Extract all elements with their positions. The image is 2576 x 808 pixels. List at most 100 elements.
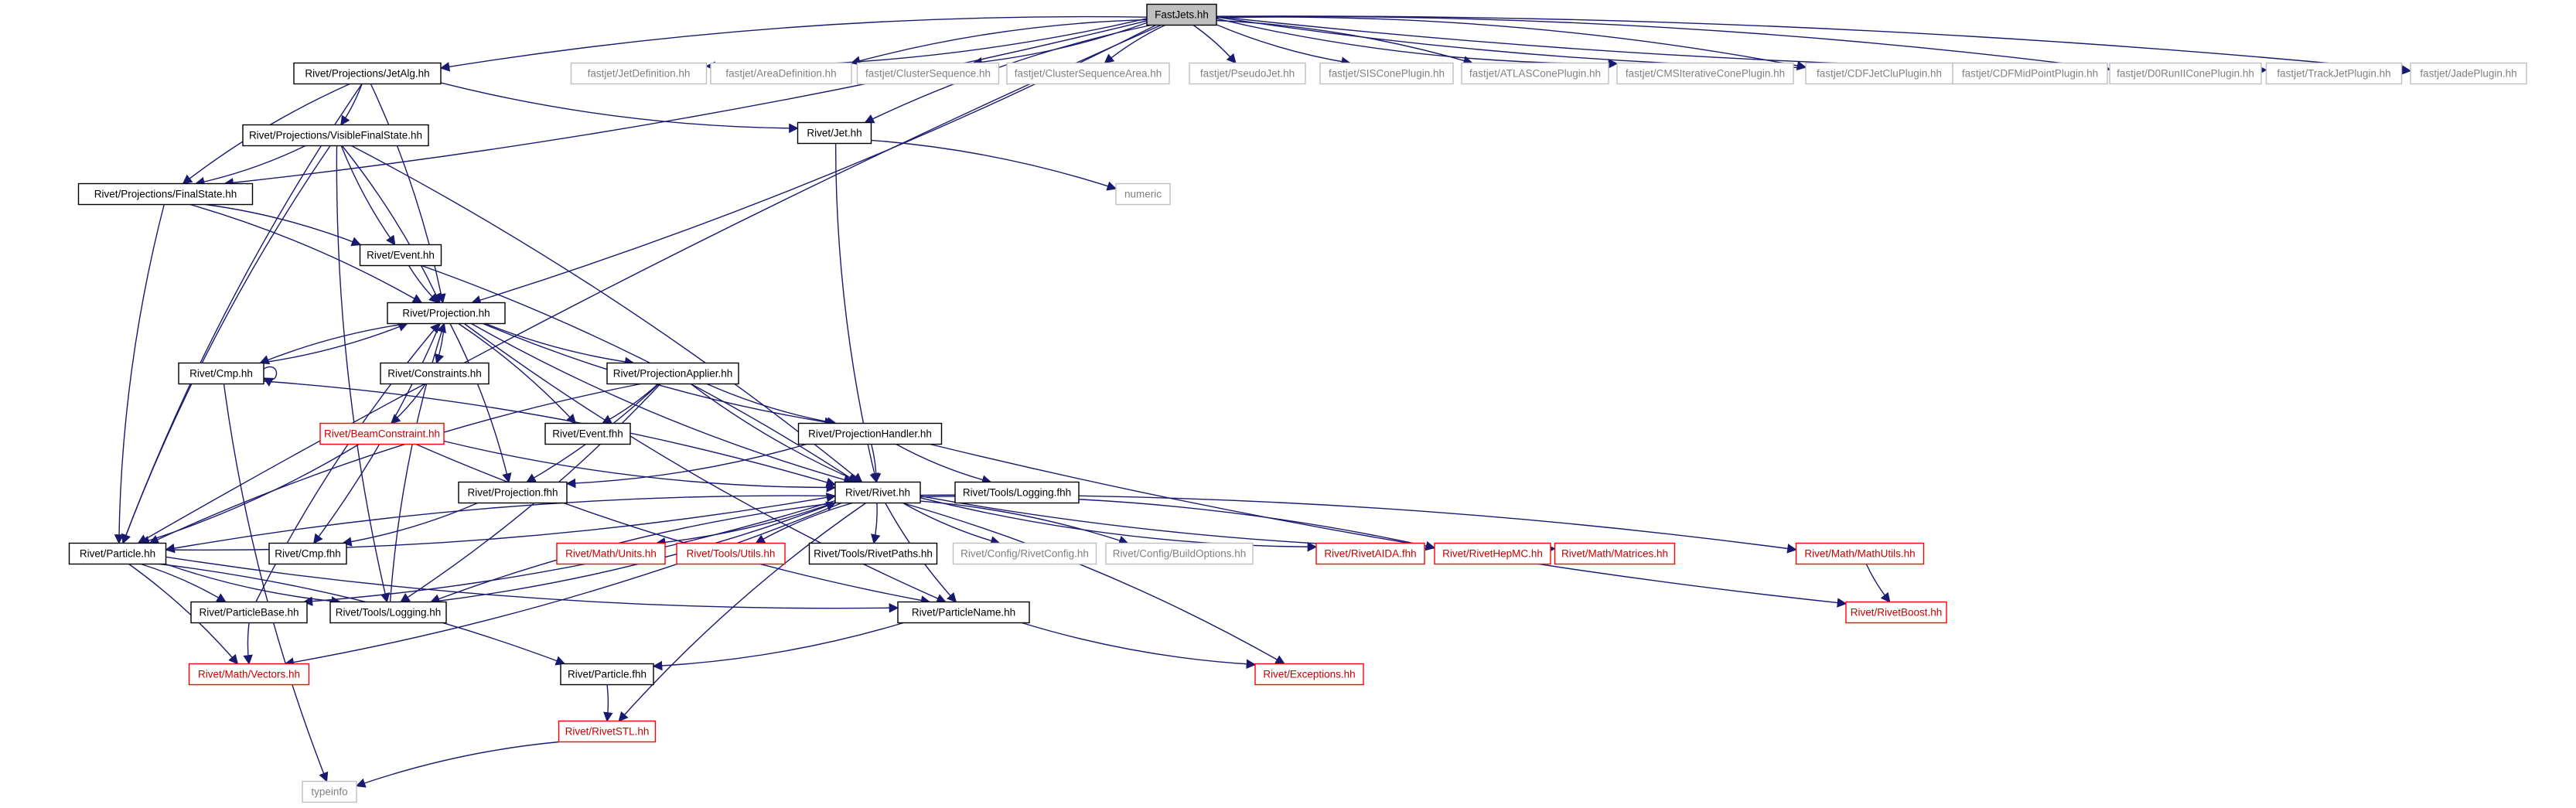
edge-rivet-to-matrices [920,495,1556,554]
edge-rivet-to-particle [165,495,836,554]
node-mathutils[interactable]: Rivet/Math/MathUtils.hh [1795,542,1925,565]
node-label-jet: Rivet/Jet.hh [807,128,862,139]
node-bconfig: Rivet/Config/BuildOptions.hh [1105,542,1254,565]
node-label-pbase: Rivet/ParticleBase.hh [199,607,299,619]
edge-fs-to-event [205,203,362,247]
edge-pname-to-exceptions [1022,622,1257,670]
node-box-bconfig [1105,542,1254,565]
edge-vfs-to-fs [194,145,306,187]
node-box-fj_track [2265,62,2403,85]
node-projection[interactable]: Rivet/Projection.hh [387,302,506,325]
edge-fastjets-to-particle [137,24,1162,544]
node-box-fj_jade [2410,62,2527,85]
node-label-fj_sis: fastjet/SISConePlugin.hh [1329,68,1445,80]
node-box-exceptions [1254,663,1364,686]
node-phandler[interactable]: Rivet/ProjectionHandler.hh [797,422,943,445]
node-fj_track: fastjet/TrackJetPlugin.hh [2265,62,2403,85]
edge-fastjets-to-jetalg [439,15,1148,72]
node-pbase[interactable]: Rivet/ParticleBase.hh [190,601,308,624]
edge-mathutils-to-boost [1865,564,1891,603]
edge-rivet-to-rconfig [902,502,1001,546]
node-particle[interactable]: Rivet/Particle.hh [68,542,167,565]
node-logging[interactable]: Rivet/Tools/Logging.hh [329,601,447,624]
edge-particle-to-logging [165,563,342,606]
node-box-units [556,542,666,565]
edge-fastjets-to-fj_cdfjc [1216,16,1807,71]
node-fastjets[interactable]: FastJets.hh [1146,3,1217,26]
edge-pname-to-particlefhh [652,622,904,671]
edge-rivet-to-exceptions [902,502,1285,665]
node-particlefhh[interactable]: Rivet/Particle.fhh [560,663,654,686]
node-papplier[interactable]: Rivet/ProjectionApplier.hh [606,362,739,385]
node-cmpfhh[interactable]: Rivet/Cmp.fhh [268,542,347,565]
node-boost[interactable]: Rivet/RivetBoost.hh [1845,601,1947,624]
node-event[interactable]: Rivet/Event.hh [359,244,442,267]
node-label-bconfig: Rivet/Config/BuildOptions.hh [1113,548,1247,560]
node-fj_jetdef: fastjet/JetDefinition.hh [570,62,708,85]
node-rivet[interactable]: Rivet/Rivet.hh [834,481,921,504]
edge-event-to-projection [408,265,439,304]
node-box-vectors [188,663,310,686]
edge-fastjets-to-fj_cdfmp [1216,16,1954,73]
node-fj_d0: fastjet/D0RunIIConePlugin.hh [2109,62,2262,85]
node-paths[interactable]: Rivet/Tools/RivetPaths.hh [808,542,938,565]
node-fj_cms: fastjet/CMSIterativeConePlugin.hh [1616,62,1794,85]
edge-cmp-to-typeinfo [223,384,329,782]
node-box-vfs [242,124,429,147]
edge-vfs-to-projection [341,145,441,304]
edge-fastjets-to-fj_pj [1192,24,1237,64]
edge-projection-to-papplier [485,322,635,367]
edge-fs-to-particle [114,204,165,544]
node-stl[interactable]: Rivet/RivetSTL.hh [558,720,657,743]
node-box-rivet [834,481,921,504]
edge-projection-to-projfhh [449,323,512,483]
node-utils[interactable]: Rivet/Tools/Utils.hh [676,542,786,565]
node-projfhh[interactable]: Rivet/Projection.fhh [458,481,568,504]
node-units[interactable]: Rivet/Math/Units.hh [556,542,666,565]
node-vectors[interactable]: Rivet/Math/Vectors.hh [188,663,310,686]
node-label-papplier: Rivet/ProjectionApplier.hh [613,368,733,380]
edge-vfs-to-logging [336,145,391,603]
node-fj_jade: fastjet/JadePlugin.hh [2410,62,2527,85]
node-box-hepmc [1434,542,1551,565]
node-logfhh[interactable]: Rivet/Tools/Logging.fhh [954,481,1080,504]
node-fs[interactable]: Rivet/Projections/FinalState.hh [77,182,254,206]
edge-fs-to-projection [189,203,423,304]
node-box-fj_jetdef [570,62,708,85]
node-fj_cdfmp: fastjet/CDFMidPointPlugin.hh [1952,62,2108,85]
node-label-logfhh: Rivet/Tools/Logging.fhh [963,487,1071,499]
node-numeric: numeric [1115,182,1171,206]
node-box-paths [808,542,938,565]
node-label-vectors: Rivet/Math/Vectors.hh [198,669,300,680]
node-aida[interactable]: Rivet/RivetAIDA.fhh [1315,542,1425,565]
node-constraints[interactable]: Rivet/Constraints.hh [380,362,490,385]
node-label-fj_atlas: fastjet/ATLASConePlugin.hh [1469,68,1601,80]
node-box-particlefhh [560,663,654,686]
node-matrices[interactable]: Rivet/Math/Matrices.hh [1554,542,1676,565]
node-hepmc[interactable]: Rivet/RivetHepMC.hh [1434,542,1551,565]
edge-event-to-rivet [421,264,858,483]
edge-jetalg-to-projection [370,84,446,304]
edge-jetalg-to-vfs [340,84,363,126]
node-label-fastjets: FastJets.hh [1155,9,1209,21]
edge-papplier-to-phandler [706,383,838,427]
node-eventfhh[interactable]: Rivet/Event.fhh [544,422,631,445]
node-label-fs: Rivet/Projections/FinalState.hh [94,189,237,200]
node-fj_cs: fastjet/ClusterSequence.hh [856,62,1000,85]
node-label-fj_csa: fastjet/ClusterSequenceArea.hh [1015,68,1162,80]
node-jetalg[interactable]: Rivet/Projections/JetAlg.hh [293,62,442,85]
node-vfs[interactable]: Rivet/Projections/VisibleFinalState.hh [242,124,429,147]
node-cmp[interactable]: Rivet/Cmp.hh [178,362,264,385]
edge-jet-to-numeric [871,139,1117,191]
edge-particlefhh-to-stl [603,684,613,722]
node-pname[interactable]: Rivet/ParticleName.hh [897,601,1030,624]
node-box-beamc [319,422,445,445]
node-label-fj_cdfjc: fastjet/CDFJetCluPlugin.hh [1817,68,1942,80]
edge-rivet-to-units [655,501,836,547]
node-exceptions[interactable]: Rivet/Exceptions.hh [1254,663,1364,686]
node-label-eventfhh: Rivet/Event.fhh [552,428,623,440]
node-jet[interactable]: Rivet/Jet.hh [797,121,872,145]
edge-fastjets-to-fs [223,20,1148,188]
node-label-rivet: Rivet/Rivet.hh [845,487,910,499]
node-beamc[interactable]: Rivet/BeamConstraint.hh [319,422,445,445]
